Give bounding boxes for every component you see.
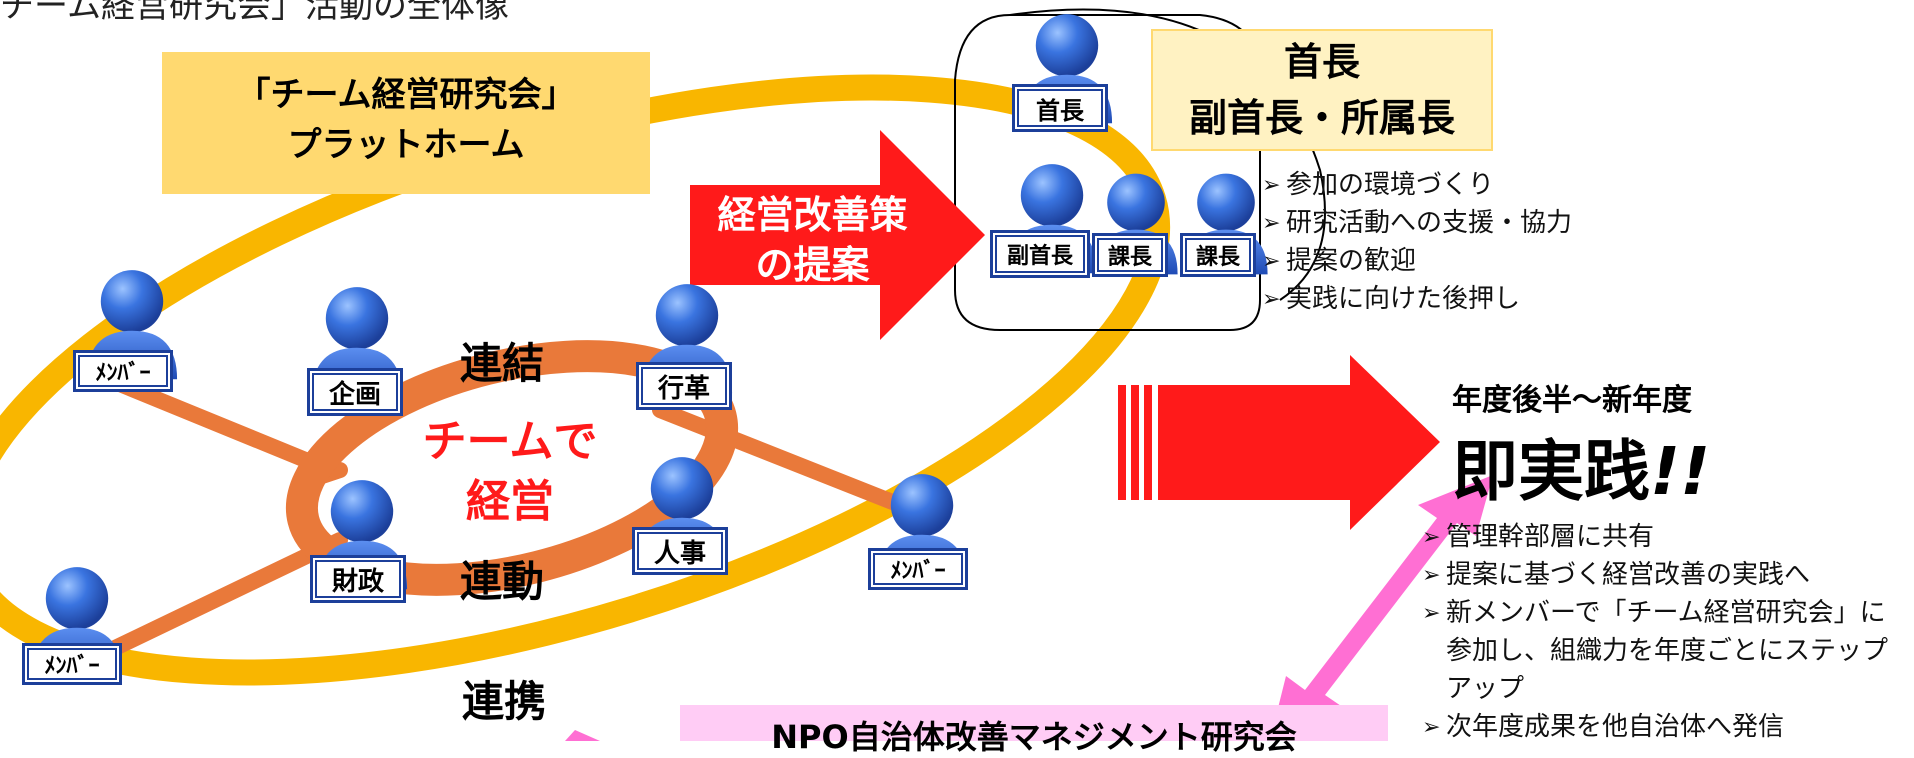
center-text: チームで 経営 bbox=[410, 412, 610, 532]
fukushucho-label: 副首長 bbox=[1006, 244, 1073, 269]
link-top-label: 連結 bbox=[460, 339, 545, 388]
center-line1: チームで bbox=[422, 416, 598, 467]
leaders-banner-bg bbox=[1151, 29, 1493, 151]
platform-banner-line1: 「チーム経営研究会」 bbox=[236, 75, 576, 115]
outcome-item: 提案に基づく経営改善の実践へ bbox=[1422, 556, 1900, 594]
support-item: 参加の環境づくり bbox=[1262, 166, 1572, 204]
outcome-title: 即実践!! bbox=[1452, 418, 1710, 514]
platform-banner-line2: プラットホーム bbox=[287, 125, 525, 165]
outcome-item: 管理幹部層に共有 bbox=[1422, 518, 1900, 556]
zaisei-label: 財政 bbox=[331, 566, 384, 597]
proposal-line1: 経営改善策 bbox=[717, 193, 908, 237]
link-bottom-label: 連動 bbox=[460, 557, 545, 606]
kacho2-tag: 課長 bbox=[1180, 233, 1256, 277]
shucho-label: 首長 bbox=[1036, 96, 1084, 125]
member-right-label: ﾒﾝﾊﾞｰ bbox=[890, 559, 946, 584]
link-outer-label: 連携 bbox=[462, 677, 547, 726]
leaders-banner-line2: 副首長・所属長 bbox=[1188, 96, 1455, 140]
gyokaku-tag: 行革 bbox=[636, 362, 732, 410]
member-left-top-tag: ﾒﾝﾊﾞｰ bbox=[73, 350, 173, 392]
jinji-tag: 人事 bbox=[632, 527, 728, 575]
kikaku-label: 企画 bbox=[328, 379, 381, 410]
outcome-item: 新メンバーで「チーム経営研究会」に参加し、組織力を年度ごとにステップアップ bbox=[1422, 594, 1900, 708]
gyokaku-label: 行革 bbox=[657, 373, 710, 404]
support-item: 実践に向けた後押し bbox=[1262, 280, 1572, 318]
zaisei-tag: 財政 bbox=[310, 555, 406, 603]
jinji-label: 人事 bbox=[653, 538, 706, 569]
npo-banner-bg bbox=[680, 705, 1388, 741]
pink-arrow-bottom-tip bbox=[565, 730, 600, 741]
proposal-arrow-shape bbox=[690, 130, 985, 340]
outcome-arrow-shape bbox=[1118, 355, 1440, 530]
platform-banner-bg bbox=[162, 52, 650, 194]
outcome-exclaim: !! bbox=[1650, 433, 1711, 510]
kikaku-tag: 企画 bbox=[307, 368, 403, 416]
member-left-bottom-tag: ﾒﾝﾊﾞｰ bbox=[22, 643, 122, 685]
center-line2: 経営 bbox=[466, 476, 554, 527]
kacho1-tag: 課長 bbox=[1092, 233, 1168, 277]
proposal-arrow-text: 経営改善策 の提案 bbox=[690, 190, 935, 290]
support-item: 研究活動への支援・協力 bbox=[1262, 204, 1572, 242]
support-item: 提案の歓迎 bbox=[1262, 242, 1572, 280]
support-list: 参加の環境づくり 研究活動への支援・協力 提案の歓迎 実践に向けた後押し bbox=[1262, 166, 1572, 318]
page-title: チーム経営研究会」活動の全体像 bbox=[0, 0, 509, 26]
npo-banner: NPO自治体改善マネジメント研究会 bbox=[771, 718, 1297, 756]
fukushucho-tag: 副首長 bbox=[990, 230, 1090, 278]
shucho-tag: 首長 bbox=[1012, 84, 1108, 132]
leaders-banner: 首長 副首長・所属長 bbox=[1152, 34, 1492, 146]
member-right-tag: ﾒﾝﾊﾞｰ bbox=[868, 548, 968, 590]
kacho1-label: 課長 bbox=[1107, 245, 1152, 270]
proposal-line2: の提案 bbox=[755, 243, 870, 287]
diagram-canvas: チーム経営研究会」活動の全体像 bbox=[0, 0, 1914, 741]
outcome-title-text: 即実践 bbox=[1452, 433, 1650, 510]
member-left-top-label: ﾒﾝﾊﾞｰ bbox=[95, 361, 151, 386]
leaders-banner-line1: 首長 bbox=[1283, 40, 1360, 84]
outcome-subtitle: 年度後半～新年度 bbox=[1452, 383, 1692, 418]
outcome-list: 管理幹部層に共有 提案に基づく経営改善の実践へ 新メンバーで「チーム経営研究会」… bbox=[1422, 518, 1900, 746]
platform-banner: 「チーム経営研究会」 プラットホーム bbox=[162, 70, 650, 170]
diagram-svg bbox=[0, 8, 1493, 741]
member-left-bottom-label: ﾒﾝﾊﾞｰ bbox=[44, 654, 100, 679]
outcome-item: 次年度成果を他自治体へ発信 bbox=[1422, 708, 1900, 746]
kacho2-label: 課長 bbox=[1195, 245, 1240, 270]
team-ellipse bbox=[285, 340, 739, 596]
connection-lines bbox=[82, 372, 908, 668]
